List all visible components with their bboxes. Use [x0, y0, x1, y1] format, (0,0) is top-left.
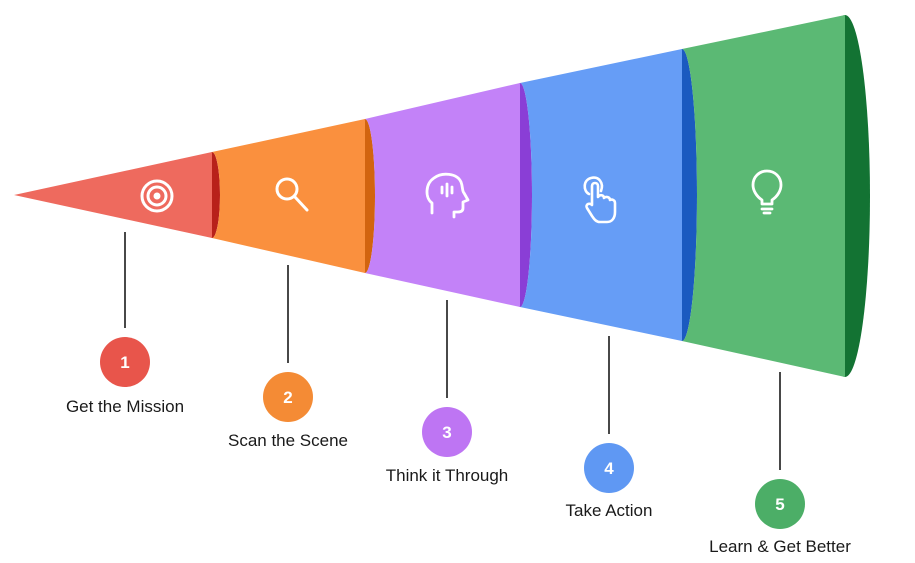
step-label-2: Scan the Scene: [228, 431, 348, 450]
step-label-4: Take Action: [566, 501, 653, 520]
step-label-5: Learn & Get Better: [709, 537, 851, 556]
funnel-segment-3: [365, 83, 532, 307]
step-1: 1 Get the Mission: [66, 232, 184, 416]
step-number-3: 3: [442, 423, 451, 442]
step-badge-5: [755, 479, 805, 529]
step-2: 2 Scan the Scene: [228, 265, 348, 450]
lightbulb-icon: [751, 169, 783, 215]
segment-3-body: [365, 83, 520, 307]
step-3: 3 Think it Through: [386, 300, 509, 485]
head-thinking-icon: [425, 172, 470, 219]
segment-5-body: [682, 15, 845, 377]
segment-2-body: [212, 119, 365, 273]
funnel-segment-4: [520, 49, 697, 341]
step-badge-3: [422, 407, 472, 457]
segment-1-body: [14, 152, 212, 238]
step-number-2: 2: [283, 388, 292, 407]
hand-tap-icon: [583, 176, 617, 224]
step-number-1: 1: [120, 353, 129, 372]
magnifier-icon: [275, 177, 309, 212]
step-badge-4: [584, 443, 634, 493]
funnel-segment-2: [212, 119, 375, 273]
step-label-1: Get the Mission: [66, 397, 184, 416]
step-4: 4 Take Action: [566, 336, 653, 520]
step-5: 5 Learn & Get Better: [709, 372, 851, 556]
step-number-5: 5: [775, 495, 784, 514]
target-icon: [140, 179, 174, 213]
funnel-segment-1: [14, 152, 220, 238]
step-number-4: 4: [604, 459, 614, 478]
step-badge-2: [263, 372, 313, 422]
step-badge-1: [100, 337, 150, 387]
funnel-segment-5: [682, 15, 870, 377]
step-label-3: Think it Through: [386, 466, 509, 485]
